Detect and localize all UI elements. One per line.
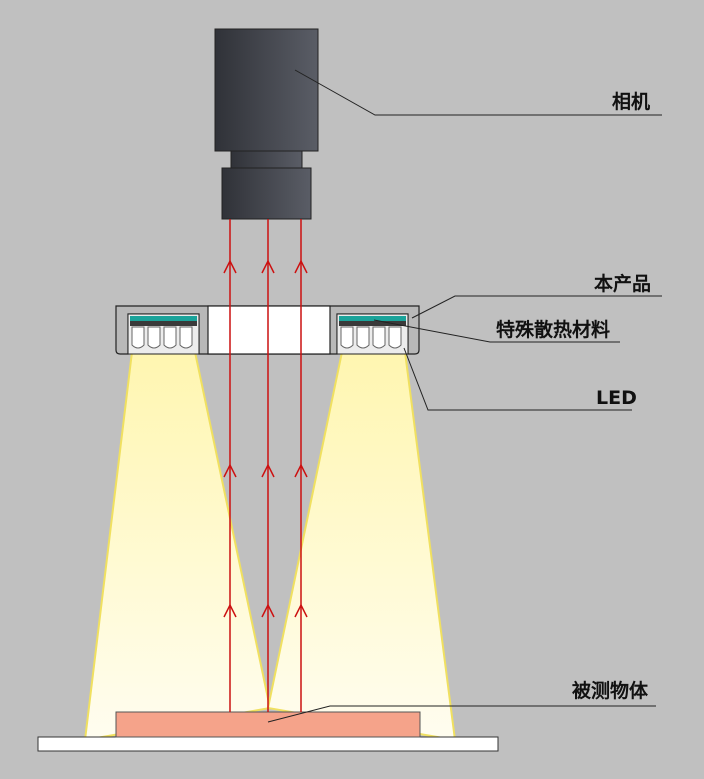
base-plate: [37, 736, 499, 752]
left-led-board: [130, 321, 197, 326]
leader-led: [403, 347, 632, 411]
led-chip: [131, 326, 145, 349]
leader-object: [267, 705, 656, 723]
leader-product: [411, 295, 662, 319]
leader-lines: [267, 69, 662, 723]
leader-heat-material: [373, 319, 620, 343]
camera-neck: [230, 150, 303, 169]
left-light-beam: [83, 351, 272, 742]
ray-arrowheads: [223, 259, 308, 618]
led-chip: [179, 326, 193, 349]
led-chip: [147, 326, 161, 349]
label-heat-material: 特殊散热材料: [496, 318, 610, 341]
left-heat-material: [130, 316, 197, 321]
led-chip: [388, 326, 402, 349]
leader-camera: [294, 69, 662, 116]
left-led-array: [131, 326, 193, 349]
light-beams: [83, 351, 457, 742]
led-chip: [372, 326, 386, 349]
label-object: 被测物体: [572, 679, 649, 702]
camera-lens: [221, 167, 312, 220]
right-heat-material: [339, 316, 406, 321]
measured-object: [115, 711, 421, 738]
right-led-board: [339, 321, 406, 326]
led-chip: [340, 326, 354, 349]
label-product: 本产品: [594, 272, 651, 295]
right-led-array: [340, 326, 402, 349]
camera-body: [214, 28, 319, 152]
right-light-beam: [266, 351, 457, 742]
label-camera: 相机: [612, 91, 650, 113]
led-chip: [163, 326, 177, 349]
center-window: [207, 305, 331, 355]
reflected-rays: [223, 219, 308, 712]
camera: [214, 28, 319, 220]
label-led: LED: [596, 387, 637, 409]
led-chip: [356, 326, 370, 349]
